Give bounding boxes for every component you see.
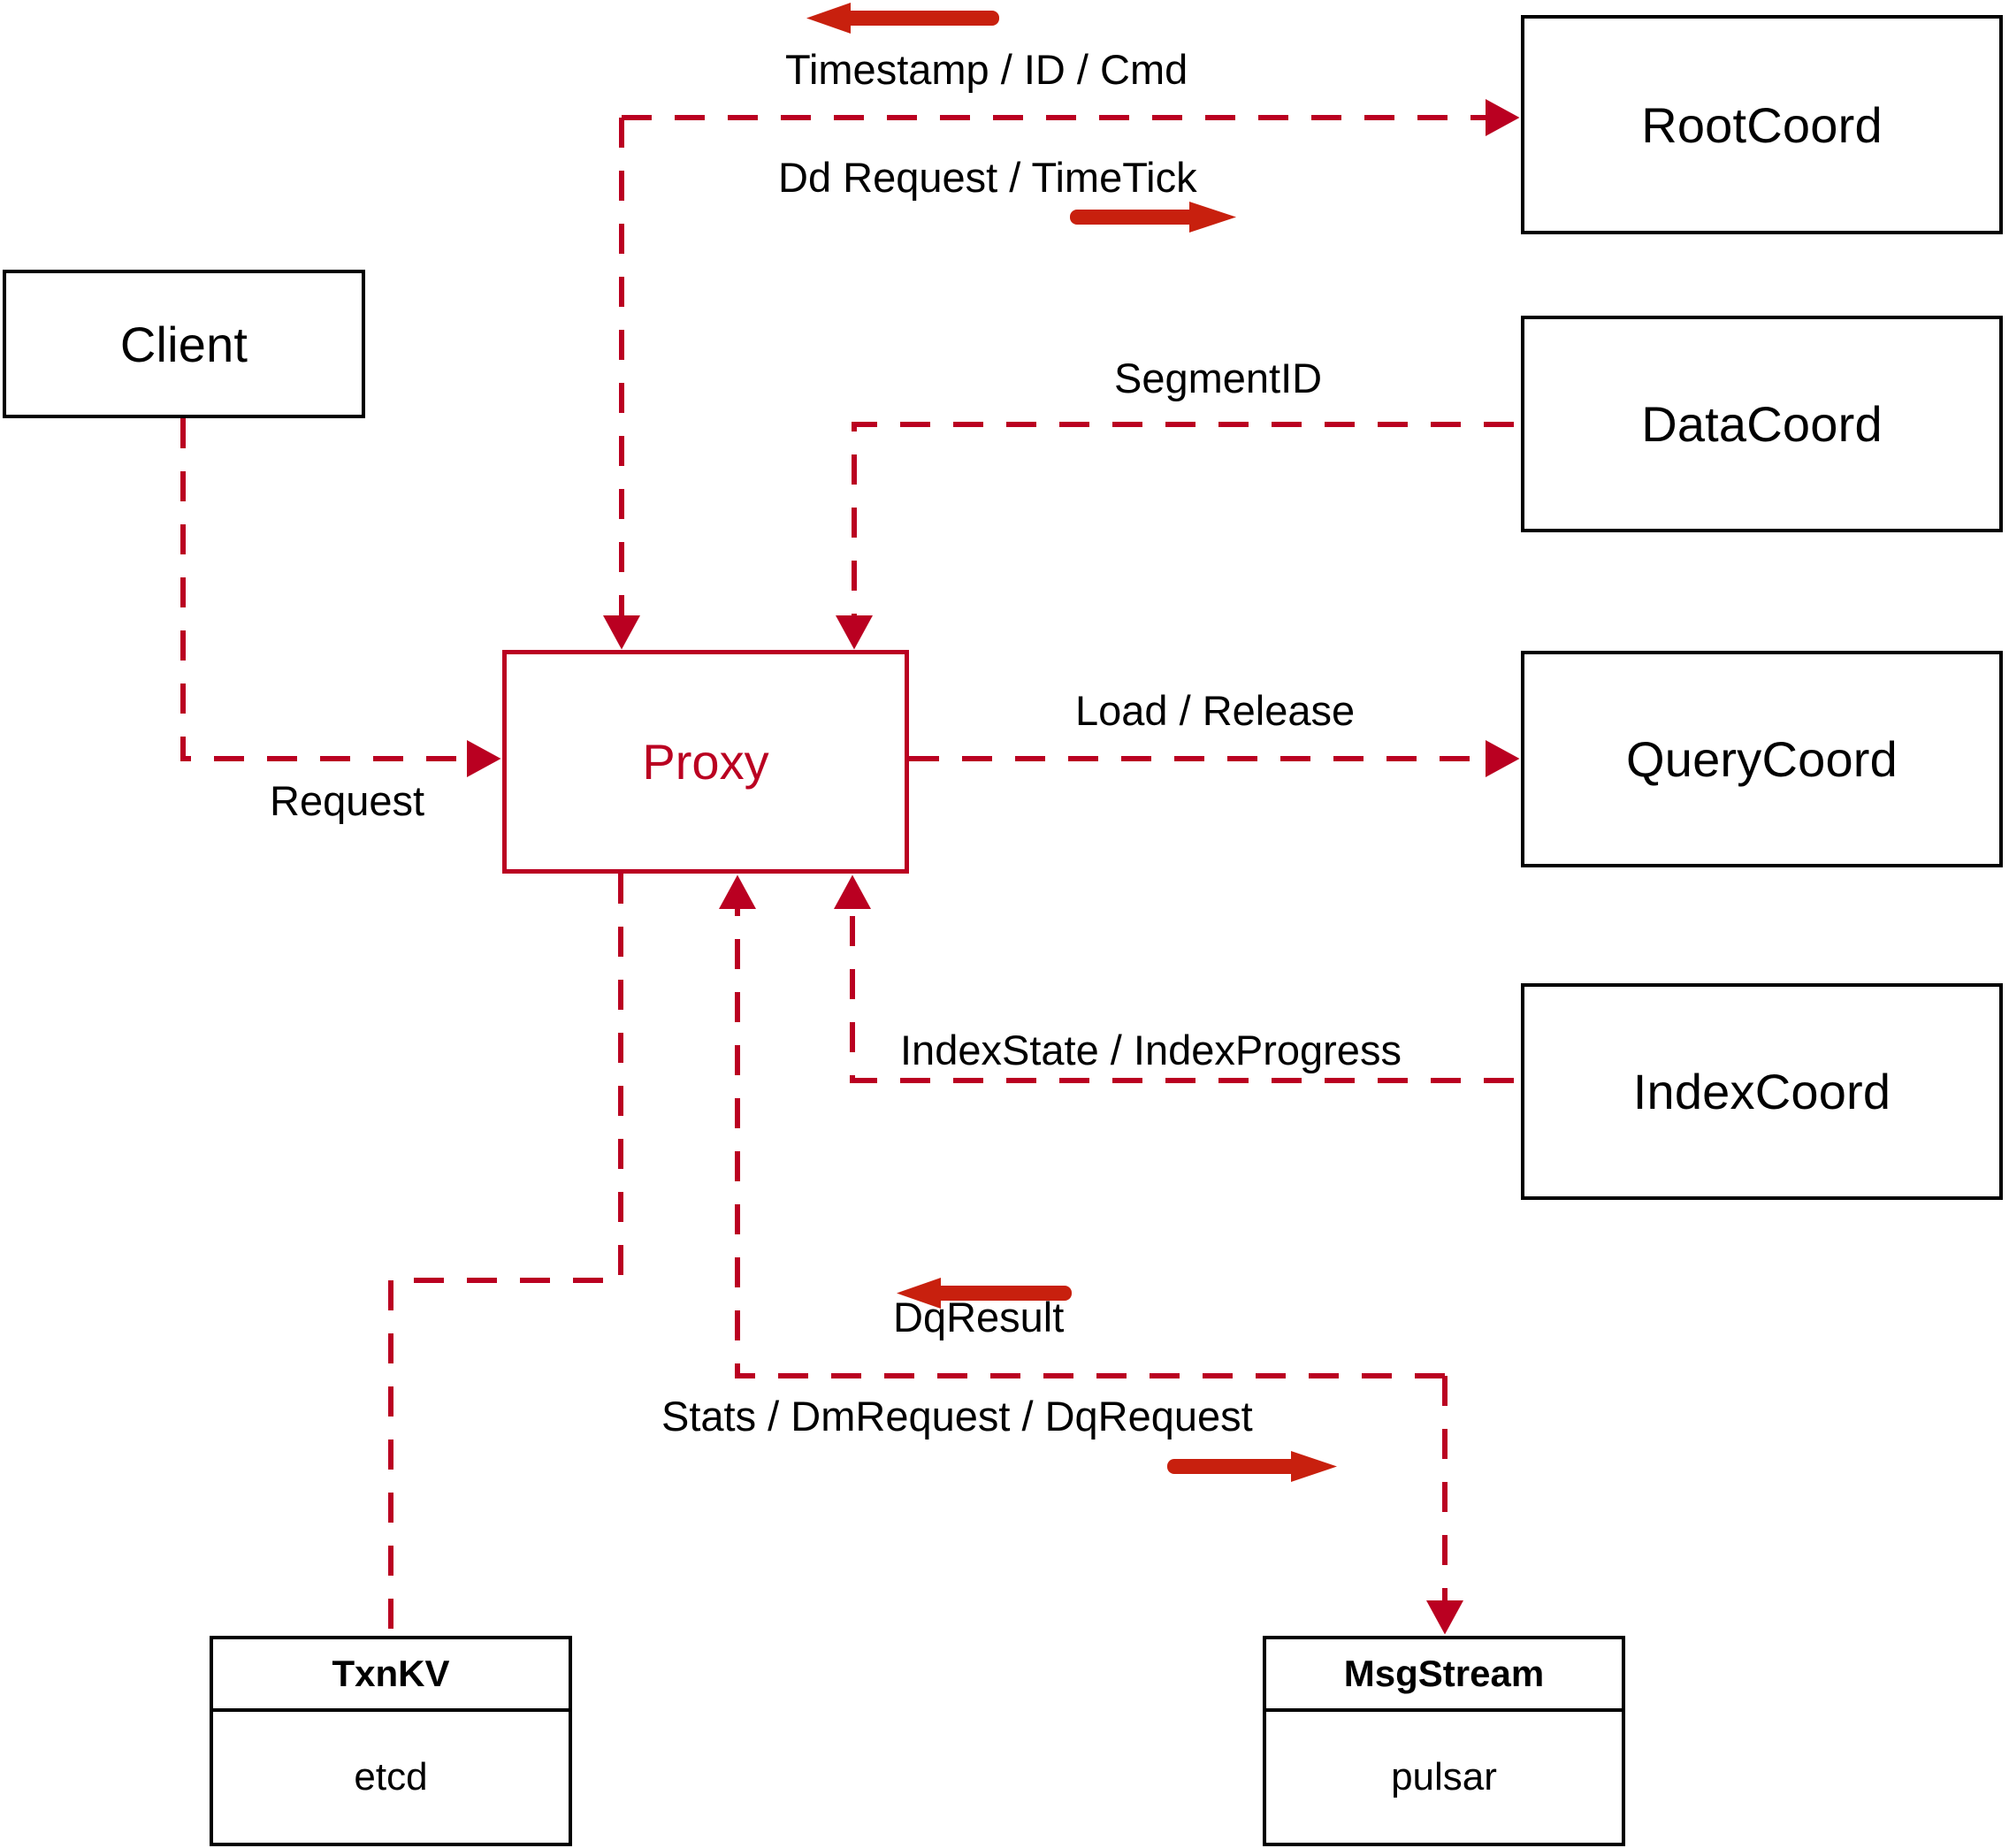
stats-dmrequest-dqrequest-arrow [1167, 1451, 1337, 1482]
wire-msgstream-to-proxy [719, 874, 1445, 1378]
node-datacoord[interactable]: DataCoord [1521, 316, 2003, 532]
node-rootcoord[interactable]: RootCoord [1521, 15, 2003, 234]
node-proxy-label: Proxy [642, 734, 769, 790]
node-client[interactable]: Client [3, 270, 365, 418]
edge-label-load-release: Load / Release [1075, 687, 1356, 734]
node-proxy[interactable]: Proxy [502, 650, 909, 874]
node-txnkv-header: TxnKV [213, 1639, 569, 1712]
node-querycoord-label: QueryCoord [1625, 731, 1898, 787]
node-indexcoord-label: IndexCoord [1632, 1064, 1891, 1119]
edge-label-dd-request-timetick: Dd Request / TimeTick [778, 154, 1197, 201]
node-querycoord[interactable]: QueryCoord [1521, 651, 2003, 867]
node-msgstream[interactable]: MsgStream pulsar [1263, 1636, 1625, 1846]
edge-label-stats-dmrequest-dqrequest: Stats / DmRequest / DqRequest [661, 1393, 1253, 1439]
edge-label-timestamp-id-cmd: Timestamp / ID / Cmd [785, 46, 1188, 93]
dd-request-timetick-arrow [1070, 202, 1236, 233]
node-txnkv[interactable]: TxnKV etcd [210, 1636, 572, 1846]
node-datacoord-label: DataCoord [1641, 396, 1883, 452]
wire-datacoord-to-proxy [836, 422, 1514, 650]
node-msgstream-body: pulsar [1391, 1755, 1497, 1798]
node-client-label: Client [119, 316, 248, 372]
edge-label-indexstate-indexprogress: IndexState / IndexProgress [900, 1027, 1402, 1073]
node-txnkv-body: etcd [354, 1755, 428, 1798]
node-rootcoord-label: RootCoord [1641, 96, 1883, 153]
node-indexcoord[interactable]: IndexCoord [1521, 983, 2003, 1200]
edge-label-request: Request [270, 777, 425, 824]
wire-proxy-to-txnkv [388, 874, 623, 1636]
edge-label-dqresult: DqResult [893, 1294, 1065, 1340]
node-msgstream-header: MsgStream [1266, 1639, 1622, 1712]
wire-client-to-proxy [180, 418, 501, 777]
timestamp-id-cmd-arrow [806, 3, 999, 34]
edge-label-segmentid: SegmentID [1114, 355, 1323, 401]
